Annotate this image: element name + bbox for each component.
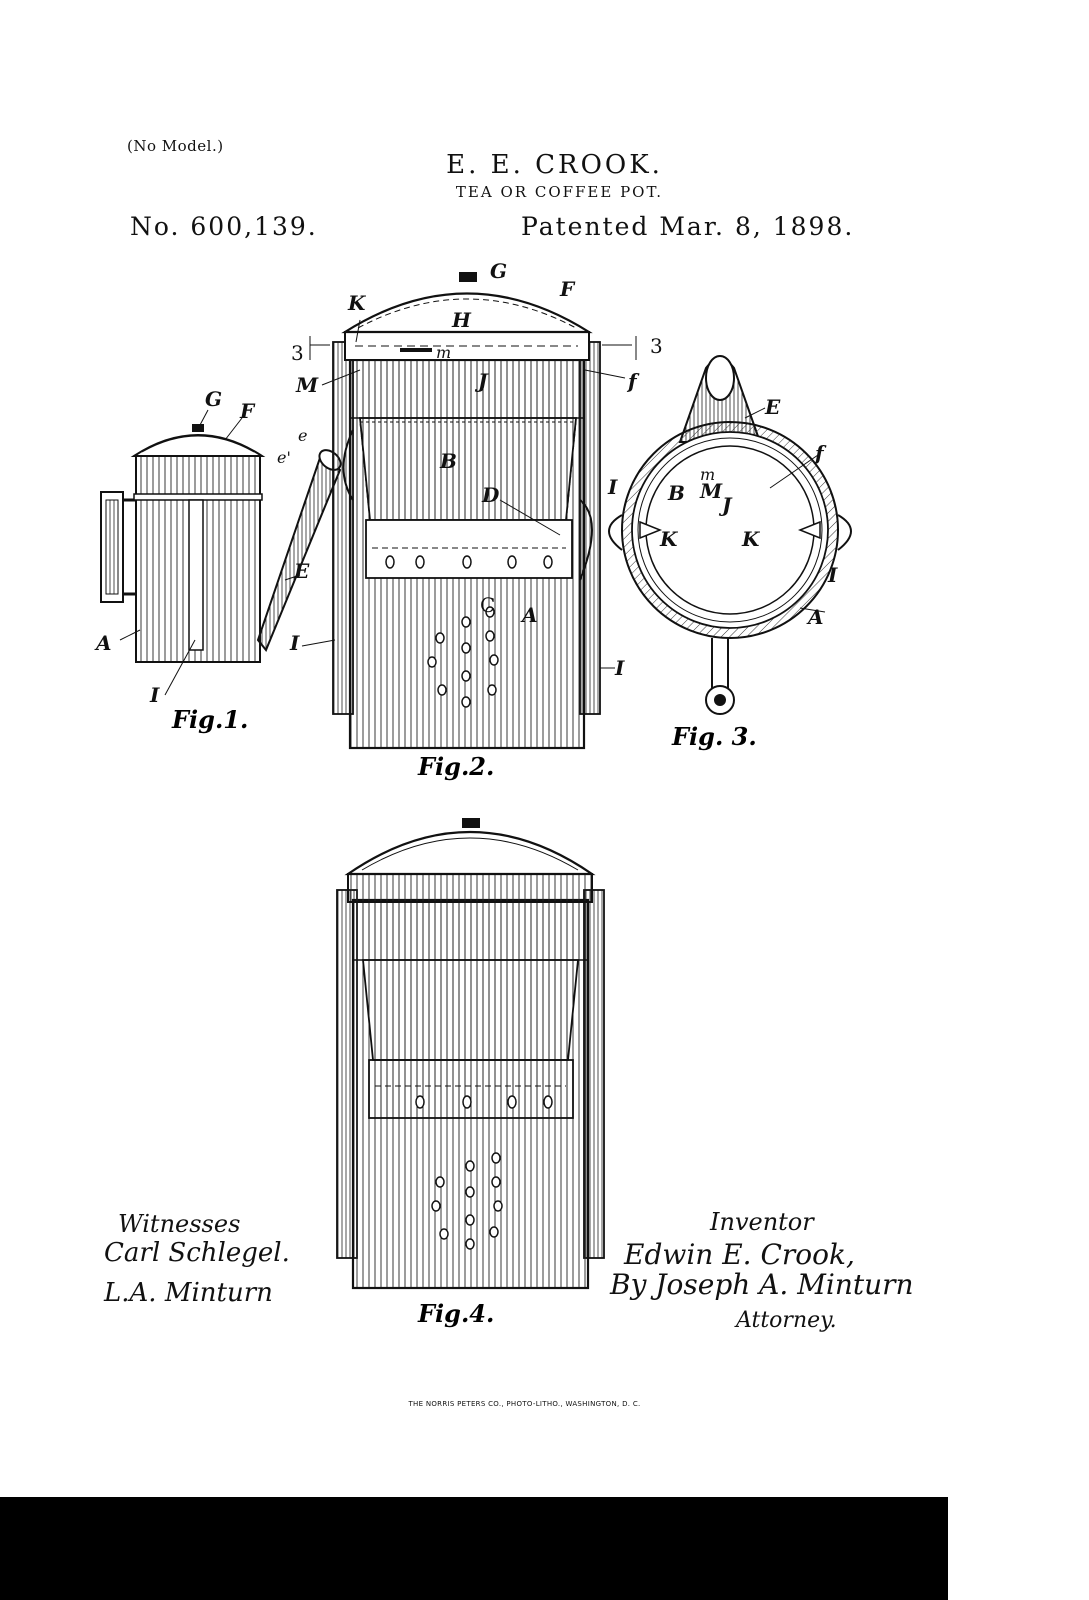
fig1-caption: Fig.1. — [171, 705, 248, 734]
witnesses-heading: Witnesses — [118, 1210, 241, 1238]
fig2-label-f: F — [559, 277, 576, 301]
fig1-label-e: e — [298, 426, 307, 445]
fig3-label-a: A — [806, 605, 824, 629]
fig3-label-k-right: K — [741, 527, 761, 551]
fig1-label-e-prime: e' — [277, 448, 291, 467]
fig3-label-f-small: f — [813, 441, 827, 465]
figure-3: E f m M J B I K K I A — [607, 355, 852, 715]
fig1-label-g: G — [205, 387, 222, 411]
inventor-signature: Edwin E. Crook, — [624, 1238, 855, 1271]
inventor-heading: Inventor — [710, 1208, 814, 1236]
fig2-label-k: K — [347, 291, 367, 315]
attorney-signature: By Joseph A. Minturn — [610, 1268, 914, 1301]
fig2-section-mark-right: 3 — [650, 334, 663, 358]
fig3-label-i-right: I — [827, 563, 838, 587]
fig3-label-k-left: K — [659, 527, 679, 551]
fig2-label-c: C — [480, 593, 495, 617]
patent-number: No. 600,139. — [130, 212, 318, 241]
witness-signature-2: L.A. Minturn — [104, 1278, 273, 1308]
fig4-caption: Fig.4. — [417, 1299, 494, 1328]
figure-2: G F K H 3 3 m M J f B D C A I I — [289, 259, 663, 750]
fig1-label-f: F — [239, 399, 256, 423]
printer-credit: THE NORRIS PETERS CO., PHOTO-LITHO., WAS… — [408, 1400, 641, 1408]
fig2-label-i-right: I — [614, 656, 625, 680]
fig2-label-f-small: f — [626, 369, 640, 393]
fig3-label-m: M — [699, 479, 723, 503]
patent-date: Patented Mar. 8, 1898. — [521, 212, 855, 241]
fig2-section-mark-left: 3 — [291, 341, 304, 365]
invention-title: TEA OR COFFEE POT. — [455, 183, 664, 201]
fig3-label-j: J — [718, 493, 733, 517]
figure-4 — [336, 818, 605, 1290]
witness-signature-1: Carl Schlegel. — [104, 1238, 290, 1268]
fig2-label-i-left: I — [289, 631, 300, 655]
fig3-label-i-left: I — [607, 475, 618, 499]
fig3-label-m-small: m — [700, 465, 715, 484]
scan-border-bar — [0, 1497, 948, 1600]
fig1-label-i: I — [149, 683, 160, 707]
fig3-label-e: E — [764, 395, 781, 419]
fig2-label-h: H — [451, 308, 472, 332]
attorney-label: Attorney. — [736, 1308, 837, 1333]
fig2-label-g: G — [490, 259, 507, 283]
fig2-label-d: D — [481, 483, 500, 507]
inventor-name: E. E. CROOK. — [446, 150, 663, 180]
fig1-label-e-spout: E — [293, 559, 310, 583]
fig2-caption: Fig.2. — [417, 752, 494, 781]
fig3-caption: Fig. 3. — [671, 722, 757, 751]
figure-1: G F e e' E A I — [94, 387, 342, 707]
fig2-label-a: A — [520, 603, 538, 627]
fig2-label-m: M — [295, 373, 319, 397]
no-model-note: (No Model.) — [127, 137, 224, 155]
fig2-label-m-small: m — [436, 343, 451, 362]
fig2-label-b: B — [439, 449, 457, 473]
fig1-label-a: A — [94, 631, 112, 655]
fig3-label-b: B — [667, 481, 685, 505]
fig2-label-j: J — [474, 369, 489, 393]
